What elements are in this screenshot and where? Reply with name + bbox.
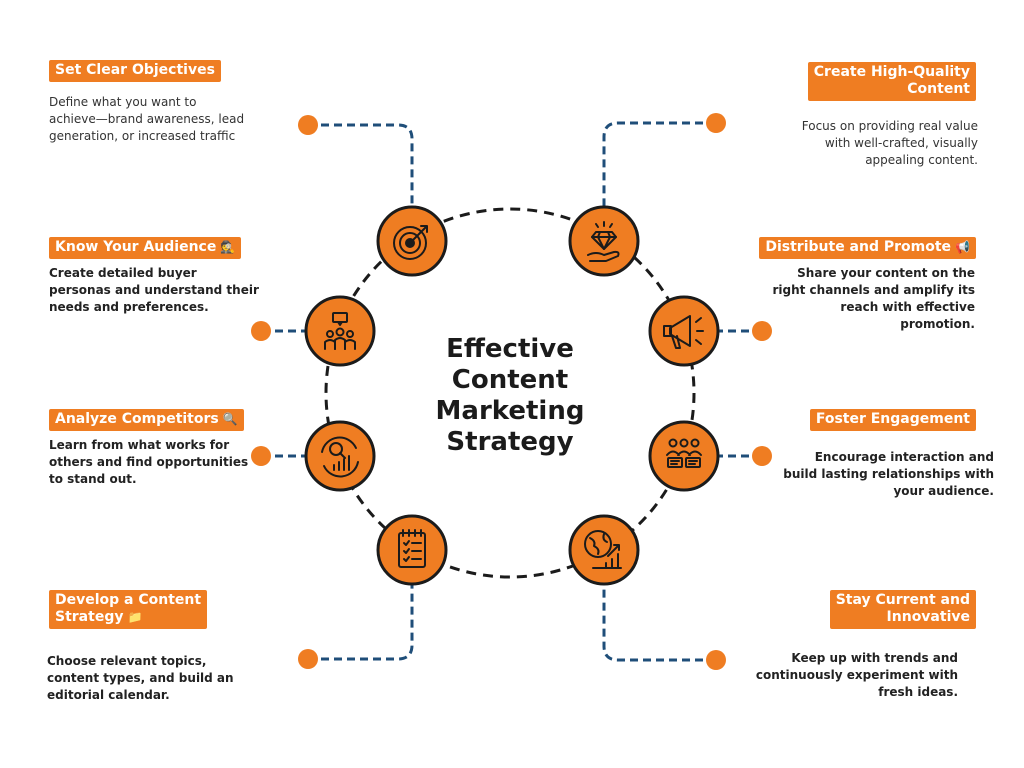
- desc-line: right channels and amplify its: [772, 283, 975, 297]
- team-chat-icon: [666, 438, 702, 468]
- label-text: Know Your Audience: [55, 239, 217, 255]
- desc-create-high-quality-content: Focus on providing real value with well-…: [802, 118, 978, 169]
- node-distribute-and-promote: [648, 295, 720, 367]
- connector-dot: [752, 446, 772, 466]
- label-distribute-and-promote: Distribute and Promote📢: [759, 237, 976, 259]
- desc-line: others and find opportunities: [49, 455, 249, 469]
- desc-line: achieve—brand awareness, lead: [49, 112, 245, 126]
- desc-line: fresh ideas.: [878, 685, 958, 699]
- desc-line: Focus on providing real value: [801, 119, 978, 133]
- label-foster-engagement: Foster Engagement: [809, 409, 976, 431]
- desc-line: with well-crafted, visually: [824, 136, 978, 150]
- label-know-your-audience: Know Your Audience🕵️: [49, 237, 242, 259]
- desc-line: your audience.: [893, 484, 994, 498]
- desc-analyze-competitors: Learn from what works for others and fin…: [49, 437, 248, 488]
- label-text: Develop a Content: [55, 592, 202, 608]
- label-text: Strategy: [55, 609, 124, 625]
- connector-dot: [298, 649, 318, 669]
- title-line: Marketing: [435, 396, 585, 426]
- connector-set-clear-objectives: [308, 123, 414, 208]
- node-analyze-competitors: [304, 420, 376, 492]
- connector-dot: [251, 446, 271, 466]
- desc-line: editorial calendar.: [47, 688, 170, 702]
- label-stay-current-and-innovative: Stay Current and Innovative: [829, 590, 976, 629]
- megaphone-icon: [663, 315, 704, 349]
- desc-line: Share your content on the: [797, 266, 975, 280]
- desc-line: appealing content.: [865, 153, 978, 167]
- label-analyze-competitors: Analyze Competitors🔍: [49, 409, 244, 431]
- desc-line: reach with effective: [840, 300, 975, 314]
- loudspeaker-icon: 📢: [955, 240, 970, 254]
- desc-line: build lasting relationships with: [783, 467, 994, 481]
- label-text: Distribute and Promote: [765, 239, 952, 255]
- label-text: Content: [907, 81, 970, 97]
- label-text: Analyze Competitors: [55, 411, 219, 427]
- connector-stay-current-and-innovative: [602, 585, 716, 662]
- label-text: Stay Current and: [835, 592, 970, 608]
- desc-line: generation, or increased traffic: [49, 129, 236, 143]
- desc-set-clear-objectives: Define what you want to achieve—brand aw…: [49, 94, 244, 145]
- connector-dot: [298, 115, 318, 135]
- desc-develop-content-strategy: Choose relevant topics, content types, a…: [47, 653, 234, 704]
- desc-line: Keep up with trends and: [791, 651, 958, 665]
- label-create-high-quality-content: Create High-Quality Content: [807, 62, 976, 101]
- target-icon: [393, 225, 428, 260]
- diagram-title: Effective Content Marketing Strategy: [410, 334, 610, 458]
- label-text: Create High-Quality: [813, 64, 970, 80]
- desc-line: Encourage interaction and: [814, 450, 994, 464]
- desc-line: Create detailed buyer: [49, 266, 197, 280]
- desc-know-your-audience: Create detailed buyer personas and under…: [49, 265, 259, 316]
- label-text: Foster Engagement: [815, 411, 970, 427]
- desc-line: continuously experiment with: [755, 668, 958, 682]
- desc-line: Choose relevant topics,: [47, 654, 207, 668]
- central-ring: [324, 207, 696, 579]
- title-line: Strategy: [446, 427, 574, 457]
- analytics-icon: [321, 436, 359, 478]
- desc-line: Learn from what works for: [49, 438, 230, 452]
- checklist-icon: [398, 529, 426, 568]
- desc-line: to stand out.: [49, 472, 137, 486]
- label-develop-content-strategy: Develop a Content Strategy📁: [49, 590, 208, 629]
- label-set-clear-objectives: Set Clear Objectives: [49, 60, 221, 82]
- globe-growth-icon: [584, 530, 622, 569]
- connector-dot: [251, 321, 271, 341]
- connector-create-high-quality-content: [602, 121, 716, 208]
- connector-develop-content-strategy: [308, 585, 414, 661]
- desc-line: content types, and build an: [47, 671, 234, 685]
- desc-distribute-and-promote: Share your content on the right channels…: [772, 265, 975, 333]
- desc-stay-current-and-innovative: Keep up with trends and continuously exp…: [756, 650, 958, 701]
- title-line: Effective: [446, 334, 574, 364]
- desc-foster-engagement: Encourage interaction and build lasting …: [783, 449, 994, 500]
- connector-dot: [706, 650, 726, 670]
- node-stay-current-and-innovative: [568, 514, 640, 586]
- audience-icon: [324, 312, 356, 350]
- node-create-high-quality-content: [568, 205, 640, 277]
- connector-dot: [752, 321, 772, 341]
- magnifier-icon: 🔍: [222, 412, 238, 426]
- desc-line: promotion.: [900, 317, 975, 331]
- desc-line: Define what you want to: [49, 95, 197, 109]
- folder-icon: 📁: [127, 610, 143, 624]
- desc-line: personas and understand their: [49, 283, 259, 297]
- diamond-hand-icon: [587, 221, 620, 262]
- desc-line: needs and preferences.: [49, 300, 209, 314]
- title-line: Content: [451, 365, 569, 395]
- node-foster-engagement: [648, 420, 720, 492]
- node-know-your-audience: [304, 295, 376, 367]
- connector-dot: [706, 113, 726, 133]
- label-text: Set Clear Objectives: [55, 62, 215, 78]
- detective-icon: 🕵️: [220, 240, 236, 254]
- label-text: Innovative: [886, 609, 970, 625]
